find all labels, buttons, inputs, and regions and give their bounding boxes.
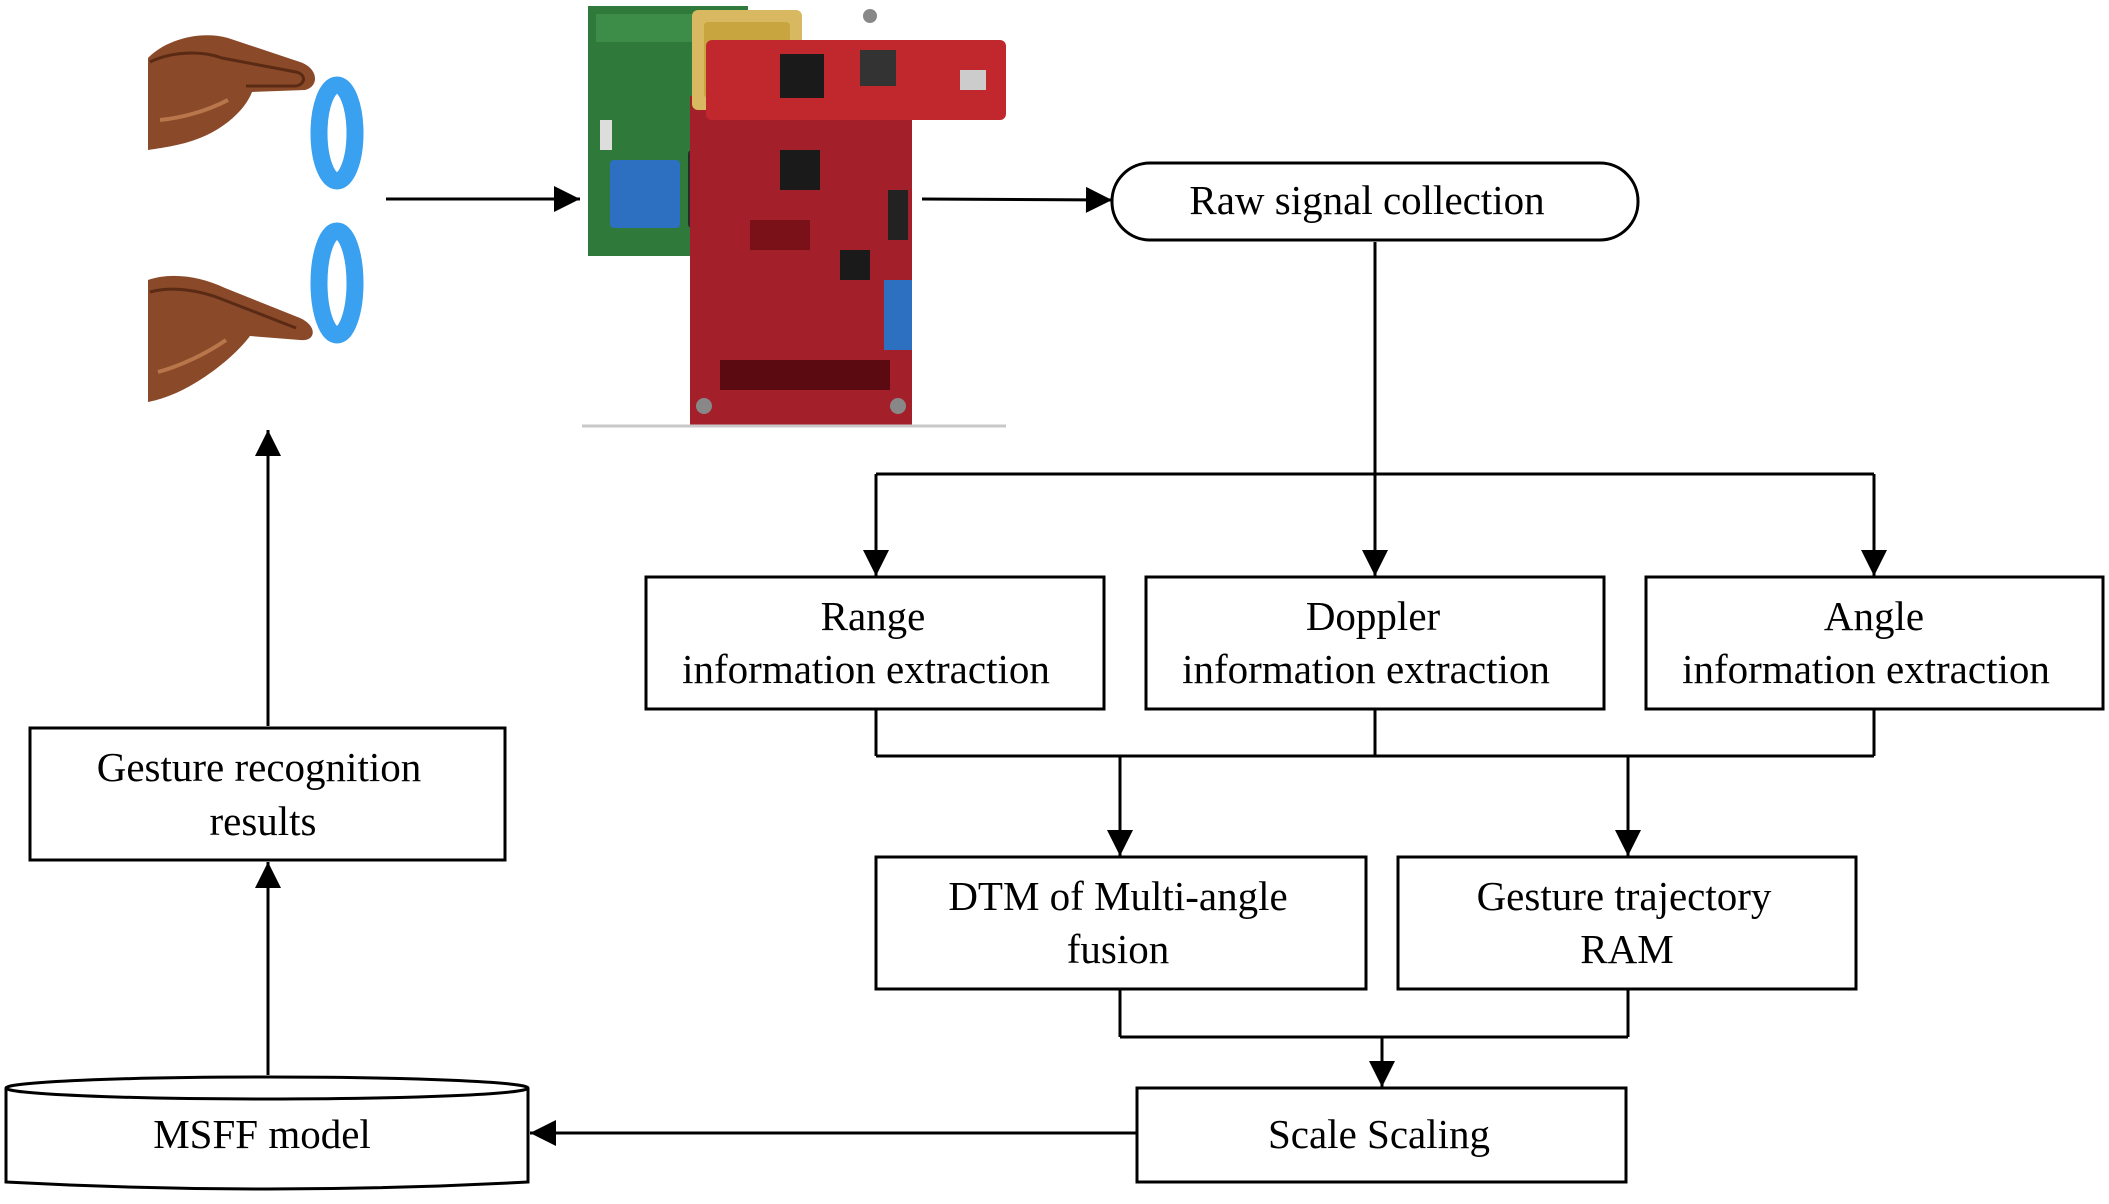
doppler-label-line2: information extraction: [1182, 646, 1550, 692]
angle-label-line1: Angle: [1824, 593, 1924, 639]
node-trajectory: Gesture trajectory RAM: [1396, 855, 1858, 991]
radar-board-image: [582, 6, 1006, 428]
hand-gesture-icon: [148, 35, 364, 402]
node-range: Range information extraction: [644, 575, 1106, 711]
doppler-label-line1: Doppler: [1306, 593, 1441, 639]
dtm-label-line2: fusion: [1067, 926, 1170, 972]
trajectory-label-line1: Gesture trajectory: [1477, 873, 1772, 919]
node-dtm: DTM of Multi-angle fusion: [874, 855, 1368, 991]
upper-ring-icon: [310, 76, 364, 190]
scale-label: Scale Scaling: [1268, 1111, 1490, 1157]
results-label-line1: Gesture recognition: [97, 744, 421, 790]
node-results: Gesture recognition results: [28, 726, 507, 862]
node-angle: Angle information extraction: [1644, 575, 2105, 711]
angle-label-line2: information extraction: [1682, 646, 2050, 692]
trajectory-label-line2: RAM: [1580, 926, 1673, 972]
connectors: [255, 186, 1887, 1146]
range-label-line1: Range: [821, 593, 926, 639]
node-scale: Scale Scaling: [1135, 1086, 1628, 1184]
lower-hand-icon: [148, 275, 313, 402]
raw-signal-label: Raw signal collection: [1189, 177, 1544, 223]
range-label-line2: information extraction: [682, 646, 1050, 692]
results-label-line2: results: [209, 798, 316, 844]
lower-ring-icon: [310, 222, 364, 344]
node-msff: MSFF model: [4, 1075, 530, 1191]
arrow-board-to-raw: [921, 186, 1113, 213]
upper-hand-icon: [148, 35, 316, 150]
node-doppler: Doppler information extraction: [1144, 575, 1606, 711]
dtm-label-line1: DTM of Multi-angle: [948, 873, 1287, 919]
node-raw-signal: Raw signal collection: [1110, 161, 1640, 242]
msff-label: MSFF model: [153, 1111, 371, 1157]
